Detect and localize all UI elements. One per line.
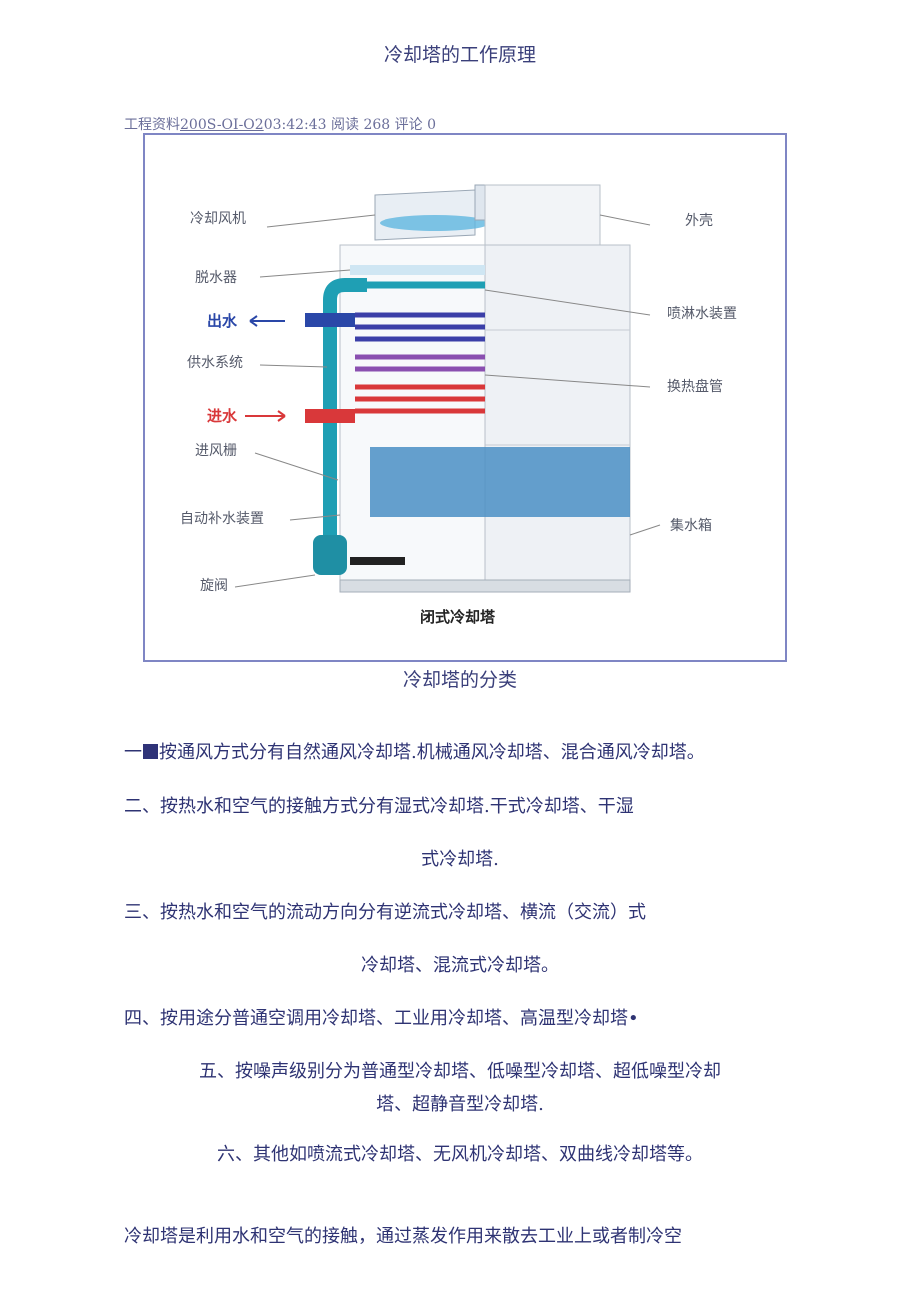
label-spray: 喷淋水装置 xyxy=(667,306,737,322)
fan-housing xyxy=(374,189,476,241)
class-item-4: 四、按用途分普通空调用冷却塔、工业用冷却塔、高温型冷却塔• xyxy=(124,1008,639,1029)
diagram-svg: 冷却风机 脱水器 出水 供水系统 进水 进风栅 自动补水装置 旋阀 外壳 喷淋水… xyxy=(180,184,737,626)
meta-category[interactable]: 工程资料 xyxy=(124,117,180,133)
article-meta: 工程资料200S-OI-O203:42:43 阅读 268 评论 0 xyxy=(124,114,436,134)
label-supply: 供水系统 xyxy=(187,355,243,371)
label-eliminator: 脱水器 xyxy=(195,270,237,286)
class-item-5-line2: 塔、超静音型冷却塔. xyxy=(376,1094,544,1115)
label-outlet: 出水 xyxy=(207,312,238,330)
drift-eliminator xyxy=(350,265,485,275)
base xyxy=(339,579,631,593)
class-item-3-line2: 冷却塔、混流式冷却塔。 xyxy=(361,955,559,976)
casing-top xyxy=(484,184,601,246)
cooling-tower-diagram: 冷却风机 脱水器 出水 供水系统 进水 进风栅 自动补水装置 旋阀 外壳 喷淋水… xyxy=(143,133,787,662)
class-item-6: 六、其他如喷流式冷却塔、无风机冷却塔、双曲线冷却塔等。 xyxy=(217,1144,703,1165)
item-1-text: 按通风方式分有自然通风冷却塔.机械通风冷却塔、混合通风冷却塔。 xyxy=(159,742,705,763)
outlet-pipe xyxy=(305,313,355,327)
water-basin-fill xyxy=(370,447,630,517)
outlet-arrow-icon xyxy=(249,315,285,327)
meta-stats: 03:42:43 阅读 268 评论 0 xyxy=(263,117,436,133)
class-item-2-line1: 二、按热水和空气的接触方式分有湿式冷却塔.干式冷却塔、干湿 xyxy=(124,796,634,817)
inlet-arrow-icon xyxy=(245,410,286,422)
heat-exchange-coil xyxy=(355,312,485,414)
label-valve: 旋阀 xyxy=(200,578,228,594)
class-item-5-line1: 五、按噪声级别分为普通型冷却塔、低噪型冷却塔、超低噪型冷却 xyxy=(199,1061,721,1082)
pump xyxy=(313,535,347,575)
leader-lines xyxy=(234,214,661,588)
makeup-valve xyxy=(350,557,405,565)
page-title: 冷却塔的工作原理 xyxy=(383,44,536,66)
class-item-1: 一按通风方式分有自然通风冷却塔.机械通风冷却塔、混合通风冷却塔。 xyxy=(124,738,705,764)
inlet-pipe xyxy=(305,409,355,423)
intro-paragraph: 冷却塔是利用水和空气的接触，通过蒸发作用来散去工业上或者制冷空 xyxy=(124,1226,682,1247)
label-makeup: 自动补水装置 xyxy=(180,511,264,527)
label-fan: 冷却风机 xyxy=(190,211,246,227)
section-heading: 冷却塔的分类 xyxy=(402,669,517,691)
casing-left xyxy=(339,244,486,586)
label-coil: 换热盘管 xyxy=(667,378,723,395)
casing-right xyxy=(484,244,631,586)
item-1-number: 一 xyxy=(124,742,142,763)
class-item-2-line2: 式冷却塔. xyxy=(421,849,499,870)
label-basin: 集水箱 xyxy=(670,517,712,534)
meta-date: 200S-OI-O2 xyxy=(180,117,264,133)
label-inlet: 进水 xyxy=(207,407,238,425)
bullet-square-icon xyxy=(143,744,158,759)
label-air-inlet: 进风栅 xyxy=(195,443,237,459)
class-item-3-line1: 三、按热水和空气的流动方向分有逆流式冷却塔、横流（交流）式 xyxy=(124,902,646,923)
label-casing: 外壳 xyxy=(685,212,713,229)
diagram-caption: 闭式冷却塔 xyxy=(420,608,496,626)
fan-icon xyxy=(380,215,490,231)
supply-pipe xyxy=(323,278,367,575)
